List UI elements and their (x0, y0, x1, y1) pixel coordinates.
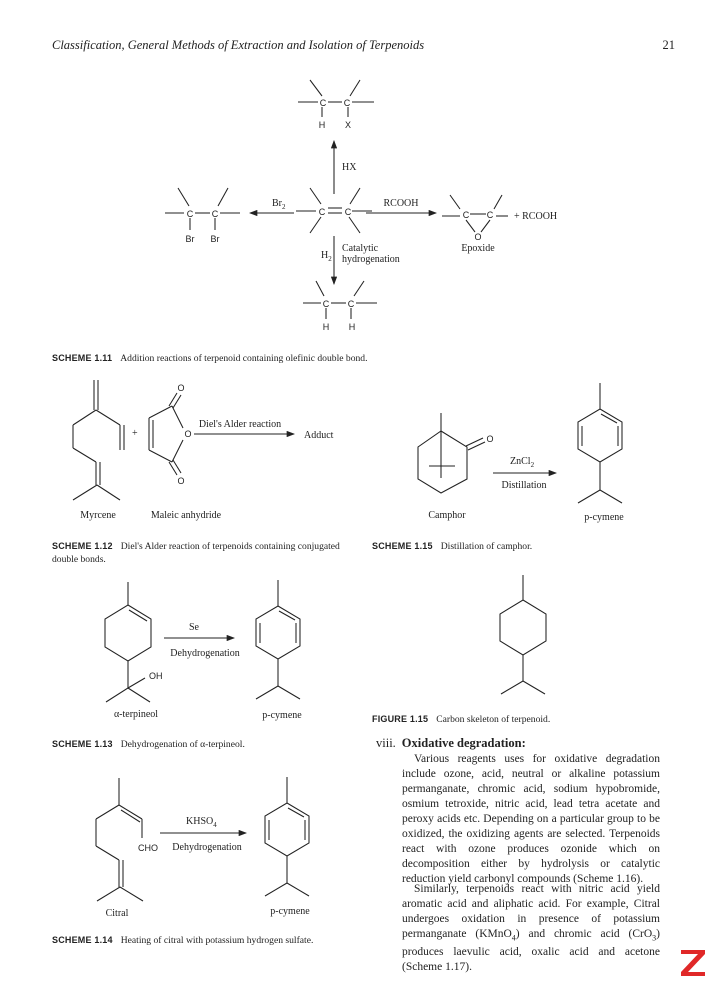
scheme-1-13-drawing: OH Se Dehydrogenation α-terpineol p-cyme… (104, 580, 302, 721)
plus-sign: + (132, 428, 138, 439)
scheme-1-11-drawing: C C H X HX C C Br2 (165, 79, 557, 332)
hx-product: C C H X (298, 79, 374, 130)
atom-o: O (474, 232, 481, 242)
atom-o: O (184, 429, 191, 439)
atom-c: C (345, 207, 352, 217)
label-catalytic: Catalytic (342, 243, 379, 254)
page-number: 21 (662, 38, 676, 52)
maleic-anhydride-structure: O O O (148, 383, 192, 486)
label-khso4: KHSO4 (186, 816, 217, 829)
label-adduct: Adduct (304, 430, 334, 441)
atom-c: C (212, 209, 219, 219)
section-number: viii. (376, 736, 396, 750)
atom-c: C (344, 98, 351, 108)
label-citral: Citral (106, 908, 129, 919)
label-p-cymene: p-cymene (262, 710, 302, 721)
atom-br: Br (186, 234, 195, 244)
atom-c: C (187, 209, 194, 219)
atom-c: C (320, 98, 327, 108)
label-distillation: Distillation (502, 480, 547, 491)
myrcene-structure (72, 380, 125, 501)
label-hydrogenation: hydrogenation (342, 254, 400, 265)
figure-1-15-drawing (499, 575, 547, 695)
p-cymene-structure (264, 777, 310, 897)
scheme-1-15-drawing: O ZnCl2 Distillation Camphor p-cymene (417, 383, 624, 523)
scheme-1-12-drawing: + O O O Diel's Alder reaction Adduct Myr… (72, 380, 334, 521)
label-br2: Br2 (272, 198, 286, 211)
label-alpha-terpineol: α-terpineol (114, 709, 158, 720)
dibromide-product: C C Br Br (165, 187, 240, 244)
atom-h: H (323, 322, 330, 332)
epoxide-product: C C O Epoxide (442, 194, 508, 254)
atom-cho: CHO (138, 843, 158, 853)
label-myrcene: Myrcene (80, 510, 116, 521)
label-camphor: Camphor (428, 510, 466, 521)
atom-o: O (486, 434, 493, 444)
citral-structure: CHO (95, 778, 158, 902)
section-title: Oxidative degradation: (401, 736, 526, 750)
label-maleic-anhydride: Maleic anhydride (151, 510, 222, 521)
label-plus-rcooh: + RCOOH (514, 211, 557, 222)
label-hx: HX (342, 162, 357, 173)
paragraph-oxidative-reagents: Various reagents uses for oxidative degr… (402, 753, 660, 885)
label-se: Se (189, 622, 200, 633)
atom-x: X (345, 120, 351, 130)
label-rcooh: RCOOH (383, 198, 418, 209)
label-reaction: Diel's Alder reaction (199, 419, 281, 430)
publisher-logo (681, 950, 705, 976)
alkene-center: C C (296, 187, 372, 234)
paragraph-nitric-acid: Similarly, terpenoids react with nitric … (402, 883, 661, 974)
atom-h: H (319, 120, 326, 130)
hydrogenated-product: C C H H (303, 280, 377, 332)
camphor-structure: O (417, 413, 494, 494)
p-cymene-structure (577, 383, 623, 504)
atom-c: C (463, 210, 470, 220)
atom-c: C (487, 210, 494, 220)
atom-o: O (177, 476, 184, 486)
label-p-cymene: p-cymene (270, 906, 310, 917)
atom-o: O (177, 383, 184, 393)
scheme-1-14-drawing: CHO KHSO4 Dehydrogenation Citral p-cymen… (95, 777, 310, 919)
label-dehydrogenation: Dehydrogenation (172, 842, 241, 853)
p-cymene-structure (255, 580, 301, 700)
running-header-title: Classification, General Methods of Extra… (52, 38, 425, 52)
atom-oh: OH (149, 671, 163, 681)
label-dehydrogenation: Dehydrogenation (170, 648, 239, 659)
atom-c: C (319, 207, 326, 217)
label-epoxide: Epoxide (461, 243, 495, 254)
alpha-terpineol-structure: OH (104, 582, 163, 703)
label-zncl2: ZnCl2 (510, 456, 535, 469)
atom-h: H (349, 322, 356, 332)
atom-c: C (348, 299, 355, 309)
atom-c: C (323, 299, 330, 309)
atom-br: Br (211, 234, 220, 244)
label-p-cymene: p-cymene (584, 512, 624, 523)
label-h2: H2 (321, 250, 332, 263)
section-heading: viii. Oxidative degradation: (376, 736, 526, 751)
